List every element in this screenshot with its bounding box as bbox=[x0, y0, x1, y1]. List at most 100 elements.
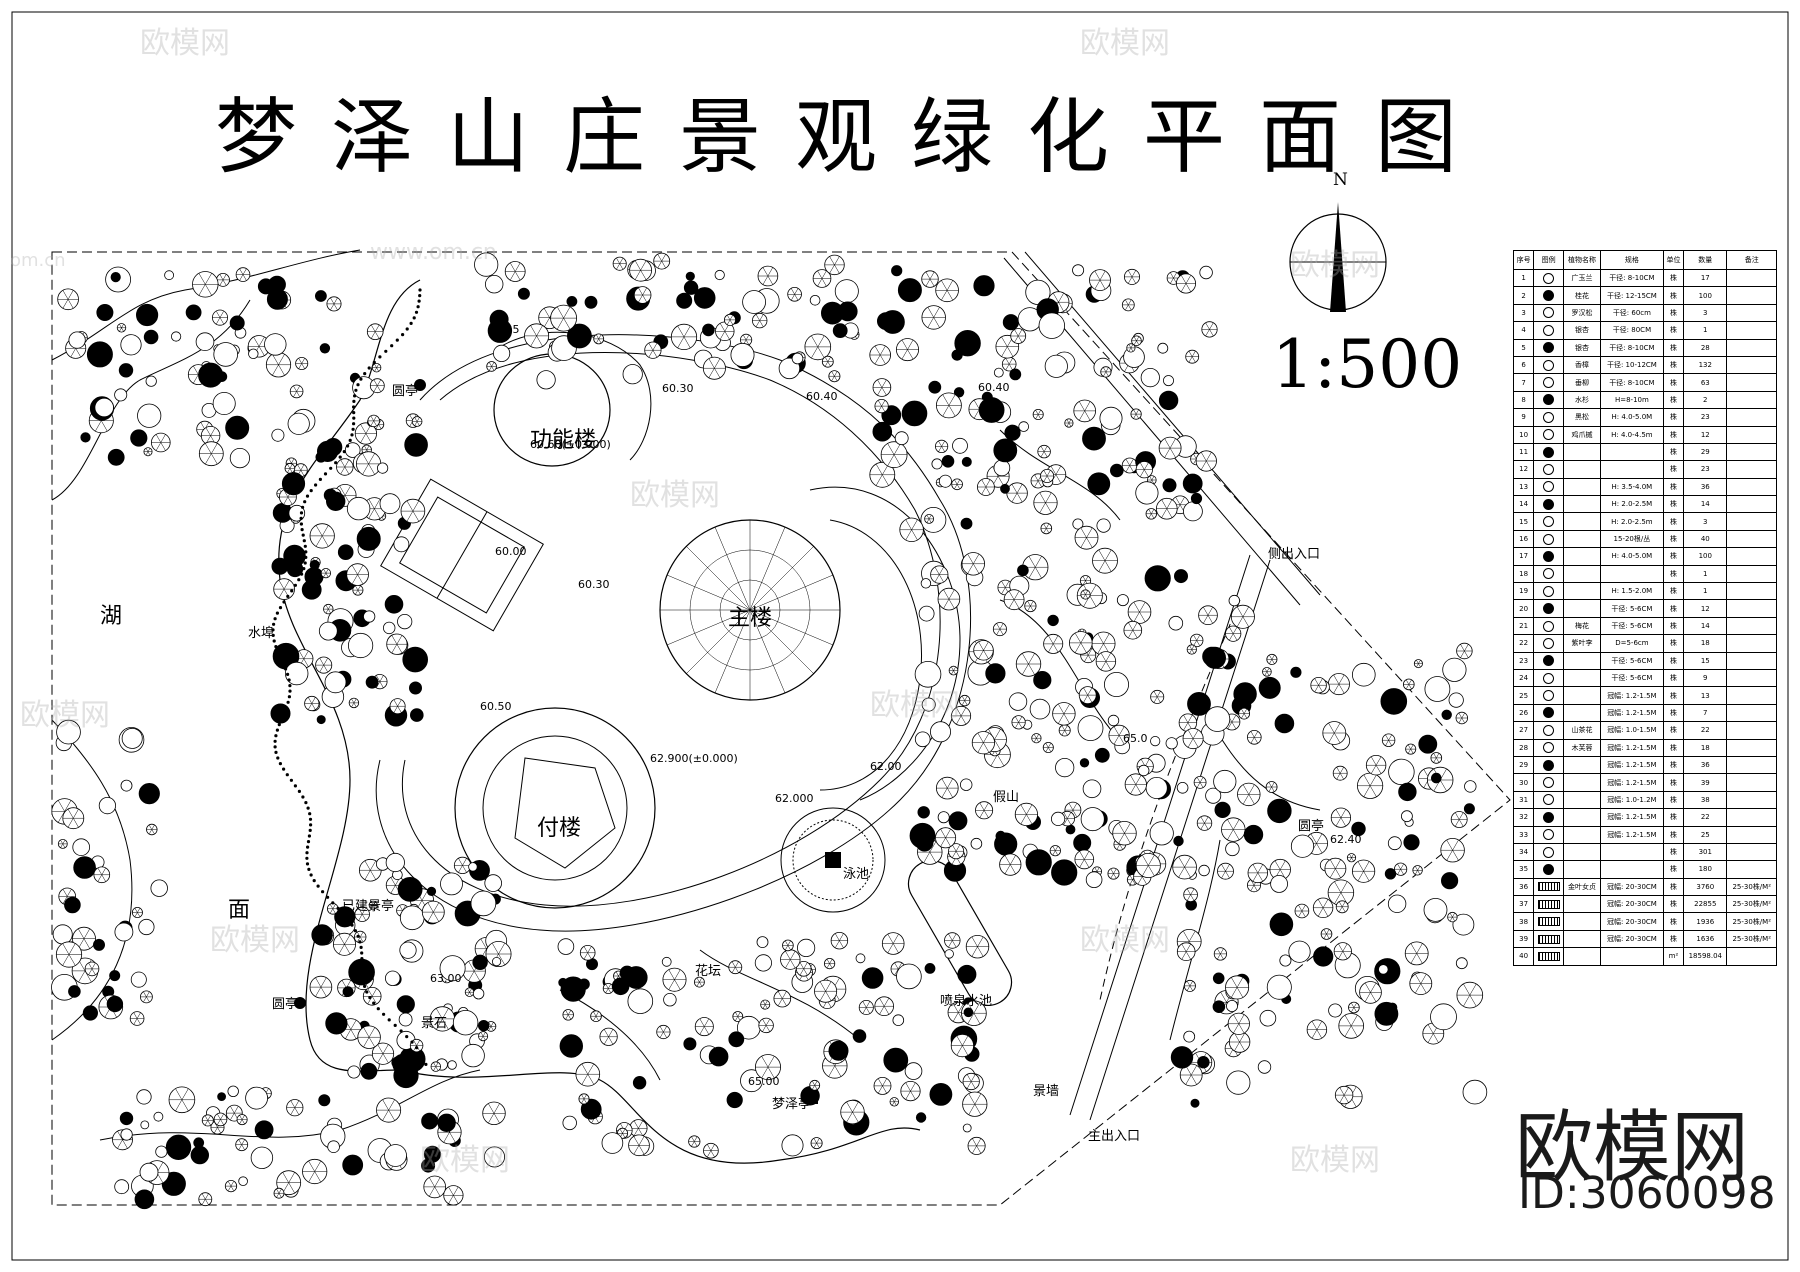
tree-symbol bbox=[139, 1162, 159, 1182]
tree-symbol bbox=[1033, 670, 1052, 690]
legend-cell: 干径: 10-12CM bbox=[1599, 355, 1664, 375]
tree-symbol bbox=[1182, 473, 1203, 494]
tree-symbol bbox=[579, 944, 596, 961]
tree-symbol bbox=[326, 491, 346, 512]
tree-symbol bbox=[289, 384, 304, 399]
shrub-symbol bbox=[304, 555, 308, 560]
tree-symbol bbox=[1189, 633, 1204, 648]
legend-cell: 25 bbox=[1512, 686, 1535, 705]
label-pavilion-2: 圆亭 bbox=[272, 997, 299, 1012]
elevation-e9: 60.50 bbox=[480, 700, 512, 713]
tree-symbol bbox=[1092, 547, 1118, 574]
tree-symbol bbox=[143, 329, 159, 345]
tree-symbol bbox=[1247, 862, 1269, 884]
legend-cell: 广玉兰 bbox=[1563, 268, 1601, 288]
tree-symbol bbox=[924, 514, 934, 524]
tree-symbol bbox=[1441, 872, 1459, 890]
shrub-symbol bbox=[286, 594, 290, 599]
shrub-symbol bbox=[305, 851, 309, 855]
tree-symbol bbox=[453, 856, 472, 875]
tree-symbol bbox=[1294, 903, 1310, 919]
shrub-symbol bbox=[393, 1023, 397, 1027]
legend-cell: 株 bbox=[1662, 773, 1685, 792]
tree-symbol bbox=[1193, 776, 1207, 789]
legend-cell: 冠幅: 20-30CM bbox=[1599, 877, 1664, 897]
shrub-symbol bbox=[278, 606, 283, 610]
legend-cell: 冠幅: 1.0-1.2M bbox=[1599, 790, 1664, 810]
tree-symbol bbox=[1348, 1001, 1360, 1014]
tree-symbol bbox=[376, 1097, 402, 1123]
elevation-e6: 60.40 bbox=[806, 390, 838, 403]
tree-symbol bbox=[485, 275, 504, 294]
tree-symbol bbox=[852, 1029, 867, 1043]
plant-symbol-icon bbox=[1543, 759, 1555, 771]
tree-symbol bbox=[1015, 651, 1042, 677]
tree-symbol bbox=[1149, 821, 1174, 846]
tree-symbol bbox=[1082, 426, 1106, 451]
tree-symbol bbox=[694, 1017, 714, 1037]
tree-symbol bbox=[250, 1146, 274, 1170]
shrub-symbol bbox=[352, 405, 356, 409]
legend-cell: 冠幅: 1.2-1.5M bbox=[1599, 773, 1664, 792]
tree-symbol bbox=[773, 989, 792, 1008]
legend-cell: 干径: 5-6CM bbox=[1599, 651, 1664, 670]
legend-cell: 株 bbox=[1662, 651, 1685, 670]
tree-symbol bbox=[1258, 676, 1281, 699]
legend-cell bbox=[1599, 460, 1664, 479]
tree-symbol bbox=[1025, 849, 1052, 876]
legend-cell bbox=[1533, 512, 1564, 531]
tree-symbol bbox=[1456, 981, 1484, 1009]
tree-symbol bbox=[872, 421, 893, 442]
tree-symbol bbox=[961, 552, 986, 576]
tree-symbol bbox=[452, 1010, 479, 1036]
tree-symbol bbox=[430, 1061, 442, 1072]
shrub-symbol bbox=[301, 795, 305, 799]
tree-symbol bbox=[1073, 833, 1092, 852]
tree-symbol bbox=[284, 463, 296, 474]
tree-symbol bbox=[973, 640, 994, 661]
tree-symbol bbox=[934, 439, 949, 453]
legend-cell: 180 bbox=[1683, 860, 1728, 879]
tree-symbol bbox=[1158, 390, 1179, 411]
legend-cell: 株 bbox=[1662, 321, 1685, 340]
tree-symbol bbox=[130, 971, 147, 988]
tree-symbol bbox=[1205, 787, 1222, 804]
shrub-symbol bbox=[282, 711, 286, 716]
shrub-symbol bbox=[352, 399, 356, 403]
tree-symbol bbox=[411, 416, 423, 427]
tree-symbol bbox=[1002, 314, 1020, 331]
tree-symbol bbox=[999, 853, 1022, 876]
tree-symbol bbox=[1135, 853, 1161, 879]
tree-symbol bbox=[1380, 688, 1408, 715]
tree-symbol bbox=[1080, 807, 1105, 832]
legend-cell: 36 bbox=[1683, 755, 1728, 775]
tree-symbol bbox=[1178, 713, 1198, 732]
legend-cell bbox=[1726, 773, 1777, 792]
tree-symbol bbox=[567, 323, 592, 349]
tree-symbol bbox=[1267, 798, 1292, 824]
tree-symbol bbox=[168, 1086, 196, 1114]
tree-symbol bbox=[702, 323, 715, 337]
tree-symbol bbox=[1183, 1030, 1196, 1043]
tree-symbol bbox=[332, 932, 356, 956]
shrub-symbol bbox=[348, 438, 352, 442]
shrub-symbol bbox=[306, 840, 311, 844]
tree-symbol bbox=[224, 1180, 238, 1193]
legend-cell bbox=[1533, 651, 1564, 670]
tree-symbol bbox=[755, 1054, 782, 1081]
tree-symbol bbox=[992, 622, 1007, 637]
shrub-symbol bbox=[273, 617, 277, 621]
tree-symbol bbox=[389, 698, 406, 715]
tree-symbol bbox=[1448, 692, 1464, 708]
legend-cell: H: 4.0-4.5m bbox=[1599, 425, 1664, 444]
plant-symbol-icon bbox=[1543, 724, 1555, 736]
tree-symbol bbox=[1388, 758, 1415, 786]
tree-symbol bbox=[536, 370, 556, 390]
plant-symbol-icon bbox=[1543, 307, 1555, 319]
legend-cell: 11 bbox=[1512, 442, 1535, 462]
tree-symbol bbox=[828, 370, 841, 383]
